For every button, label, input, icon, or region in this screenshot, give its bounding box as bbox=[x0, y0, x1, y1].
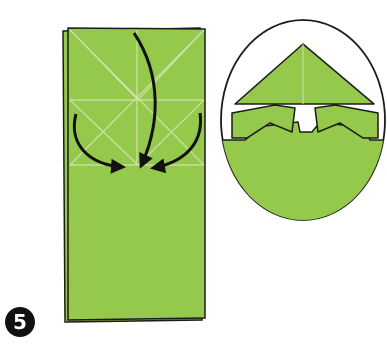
step-number-badge: 5 bbox=[5, 307, 35, 337]
fold-arrows bbox=[72, 32, 203, 174]
detail-top-triangle bbox=[234, 43, 375, 105]
detail-right-flap bbox=[314, 104, 379, 139]
curved-arrow-icon bbox=[150, 112, 203, 174]
detail-left-flap bbox=[231, 104, 296, 139]
detail-view bbox=[220, 19, 386, 221]
curved-arrow-icon bbox=[72, 113, 126, 174]
curved-arrow-icon bbox=[132, 32, 157, 169]
folded-paper bbox=[62, 27, 206, 323]
paper-front-layer bbox=[67, 27, 206, 321]
step-number: 5 bbox=[13, 310, 27, 334]
